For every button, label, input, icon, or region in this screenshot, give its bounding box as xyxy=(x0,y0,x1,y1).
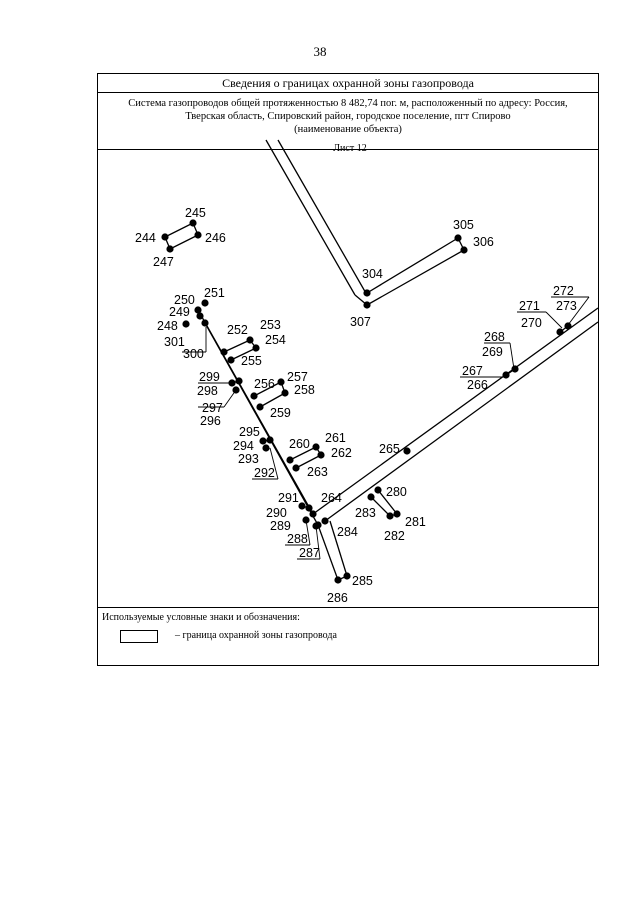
object-description: Система газопроводов общей протяженность… xyxy=(98,92,598,150)
point-label: 284 xyxy=(337,525,358,539)
point-label: 280 xyxy=(386,485,407,499)
point-label: 264 xyxy=(321,491,342,505)
point-label: 270 xyxy=(521,316,542,330)
point-label: 271 xyxy=(519,299,540,313)
point-label: 295 xyxy=(239,425,260,439)
point-label: 268 xyxy=(484,330,505,344)
page-number: 38 xyxy=(313,44,327,59)
point-label: 245 xyxy=(185,206,206,220)
point-label: 287 xyxy=(299,546,320,560)
point-label: 290 xyxy=(266,506,287,520)
point-label: 246 xyxy=(205,231,226,245)
point-label: 291 xyxy=(278,491,299,505)
point-label: 307 xyxy=(350,315,371,329)
point-label: 292 xyxy=(254,466,275,480)
legend-title: Используемые условные знаки и обозначени… xyxy=(102,612,300,623)
point-label: 261 xyxy=(325,431,346,445)
pipeline-lines xyxy=(164,139,599,581)
point-label: 247 xyxy=(153,255,174,269)
point-label: 267 xyxy=(462,364,483,378)
point-label: 258 xyxy=(294,383,315,397)
point-label: 293 xyxy=(238,452,259,466)
point-label: 301 xyxy=(164,335,185,349)
description-line-2: Тверская область, Спировский район, горо… xyxy=(185,111,511,122)
boundary-points xyxy=(161,219,572,584)
point-label: 281 xyxy=(405,515,426,529)
description-line-1: Система газопроводов общей протяженность… xyxy=(128,98,568,109)
point-label: 249 xyxy=(169,305,190,319)
point-label: 259 xyxy=(270,406,291,420)
point-label: 257 xyxy=(287,370,308,384)
point-label: 256 xyxy=(254,377,275,391)
point-label: 304 xyxy=(362,267,383,281)
point-label: 282 xyxy=(384,529,405,543)
point-label: 266 xyxy=(467,378,488,392)
point-label: 286 xyxy=(327,591,348,605)
legend: Используемые условные знаки и обозначени… xyxy=(98,607,598,666)
point-label: 298 xyxy=(197,384,218,398)
point-labels: 244 245 246 247 250 251 249 248 301 300 … xyxy=(135,206,577,605)
boundary-symbol xyxy=(120,630,158,643)
point-label: 288 xyxy=(287,532,308,546)
sheet-title: Сведения о границах охранной зоны газопр… xyxy=(98,74,598,93)
point-label: 289 xyxy=(270,519,291,533)
point-label: 306 xyxy=(473,235,494,249)
protection-zone-sheet: Сведения о границах охранной зоны газопр… xyxy=(97,73,599,666)
point-label: 299 xyxy=(199,370,220,384)
leader-lines xyxy=(182,296,590,560)
point-label: 294 xyxy=(233,439,254,453)
point-label: 272 xyxy=(553,284,574,298)
point-label: 300 xyxy=(183,347,204,361)
description-line-3: (наименование объекта) xyxy=(294,124,402,135)
point-label: 252 xyxy=(227,323,248,337)
point-label: 253 xyxy=(260,318,281,332)
legend-boundary-label: – граница охранной зоны газопровода xyxy=(175,630,337,641)
point-label: 251 xyxy=(204,286,225,300)
point-label: 296 xyxy=(200,414,221,428)
point-label: 254 xyxy=(265,333,286,347)
point-label: 263 xyxy=(307,465,328,479)
point-label: 250 xyxy=(174,293,195,307)
point-label: 265 xyxy=(379,442,400,456)
point-label: 269 xyxy=(482,345,503,359)
point-label: 255 xyxy=(241,354,262,368)
point-label: 285 xyxy=(352,574,373,588)
point-label: 297 xyxy=(202,401,223,415)
sheet-label: Лист 12 xyxy=(333,143,366,154)
point-label: 305 xyxy=(453,218,474,232)
point-label: 262 xyxy=(331,446,352,460)
point-label: 244 xyxy=(135,231,156,245)
point-label: 248 xyxy=(157,319,178,333)
point-label: 273 xyxy=(556,299,577,313)
point-label: 283 xyxy=(355,506,376,520)
point-label: 260 xyxy=(289,437,310,451)
